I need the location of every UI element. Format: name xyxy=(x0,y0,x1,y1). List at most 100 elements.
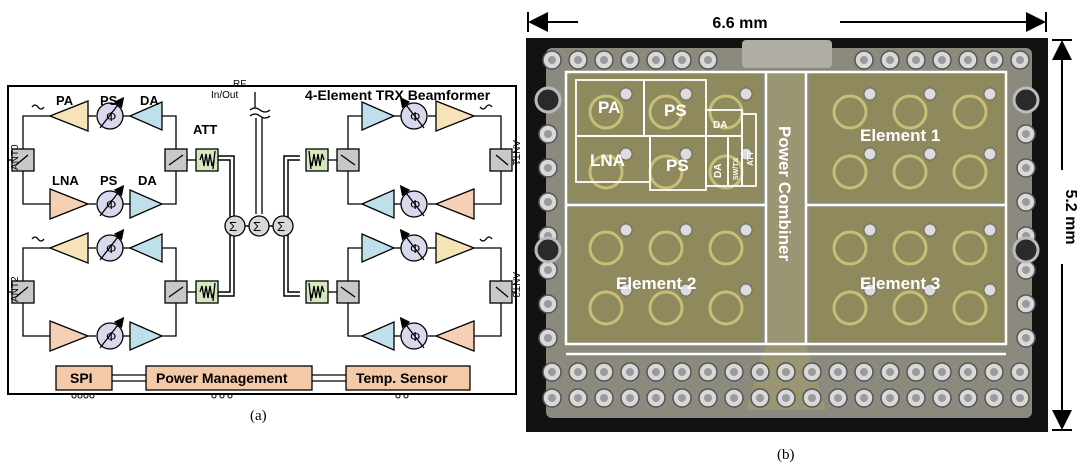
phase-symbol-3: Φ xyxy=(410,197,420,212)
bond-pad-core-13 xyxy=(886,56,894,64)
driver-amp-rx-1 xyxy=(360,189,395,219)
tx-balun-coil-2 xyxy=(31,236,45,242)
lna-amplifier-0 xyxy=(49,188,90,220)
inductor-ring-0-0 xyxy=(588,94,624,130)
inductor-ring-3-5 xyxy=(952,290,988,326)
via-pad-1-1 xyxy=(923,87,937,101)
bond-pad-core-38 xyxy=(782,394,790,402)
bond-pads xyxy=(71,393,409,399)
bond-pad-core-3 xyxy=(626,56,634,64)
bond-pad-core-6 xyxy=(704,56,712,64)
antenna-label-ant2: ANT2 xyxy=(10,276,21,302)
trx-wire-bottom-1 xyxy=(347,171,362,205)
via-pad-0-4 xyxy=(679,147,693,161)
bond-pad-core-45 xyxy=(886,368,894,376)
bond-pad-core-27 xyxy=(652,368,660,376)
bond-pad-core-47 xyxy=(912,368,920,376)
rx-wire-0 xyxy=(22,171,50,205)
channel-1 xyxy=(305,96,516,220)
bond-pad-core-12 xyxy=(860,56,868,64)
rx-wire-3 xyxy=(474,303,502,337)
via-pad-2-5 xyxy=(739,283,753,297)
via-pad-0-0 xyxy=(619,87,633,101)
power-management-block xyxy=(145,365,313,391)
element-1-label: Element 1 xyxy=(860,126,940,145)
via-pad-2-4 xyxy=(679,283,693,297)
attenuator-resistor-3 xyxy=(309,285,325,299)
via-pad-3-0 xyxy=(863,223,877,237)
trx-wire-bottom-0 xyxy=(162,171,177,205)
lna-amplifier-3 xyxy=(434,320,475,352)
bond-pad-core-15 xyxy=(938,56,946,64)
phase-symbol-5: Φ xyxy=(106,329,116,344)
tx-wire-1 xyxy=(482,115,502,149)
partition-lines xyxy=(564,70,1008,356)
bond-pad-core-63 xyxy=(544,198,552,206)
driver-amp-tx-2 xyxy=(128,233,163,263)
channel-0 xyxy=(8,96,219,220)
rf-port-coil xyxy=(249,92,271,214)
bond-pad-core-52 xyxy=(964,394,972,402)
bond-pad-core-24 xyxy=(600,394,608,402)
bond-pad-core-72 xyxy=(1022,334,1030,342)
bond-pad-core-54 xyxy=(990,394,998,402)
via-pad-3-3 xyxy=(863,283,877,297)
channel-3 xyxy=(305,228,516,352)
panel-b-die-photo: 6.6 mm 5.2 mm xyxy=(526,12,1079,463)
trx-switch-blade-0 xyxy=(168,154,184,166)
inductor-ring-3-0 xyxy=(832,230,868,266)
phase-symbol-6: Φ xyxy=(410,241,420,256)
power-management-label: Power Management xyxy=(156,370,288,386)
tx-wire-0 xyxy=(22,115,42,149)
caption-a: (a) xyxy=(250,408,267,424)
channel-2 xyxy=(8,228,219,352)
bond-pad-core-37 xyxy=(782,368,790,376)
inductor-ring-0-3 xyxy=(588,154,624,190)
element-2-label: Element 2 xyxy=(616,274,696,293)
ps-tx-tune-arrow-2 xyxy=(99,228,125,261)
via-pad-0-2 xyxy=(739,87,753,101)
via-pad-2-2 xyxy=(739,223,753,237)
bond-pad-core-19 xyxy=(548,368,556,376)
inductor-ring-1-0 xyxy=(832,94,868,130)
pa-amplifier-2 xyxy=(48,232,89,264)
label-ps-rx: PS xyxy=(100,173,118,188)
label-att: ATT xyxy=(193,122,217,137)
trx-wire-top-3 xyxy=(347,247,362,281)
tx-balun-coil-3 xyxy=(479,236,493,242)
via-pad-3-5 xyxy=(983,283,997,297)
quadrant-element-1 xyxy=(810,72,1006,202)
bond-pad-core-22 xyxy=(574,394,582,402)
bond-pad-core-33 xyxy=(730,368,738,376)
antenna-label-ant3: ANT3 xyxy=(510,272,521,298)
antenna-switch-blade-1 xyxy=(495,154,509,166)
bond-pad-core-46 xyxy=(886,394,894,402)
via-pad-3-1 xyxy=(923,223,937,237)
attenuator-tune-1 xyxy=(308,150,312,170)
inductor-ring-1-3 xyxy=(832,154,868,190)
die-label-switch: SW/TX xyxy=(733,158,740,180)
bond-pad-core-25 xyxy=(626,368,634,376)
bond-pad-core-44 xyxy=(860,394,868,402)
trx-wire-top-2 xyxy=(162,247,177,281)
ground-pad-1 xyxy=(1012,86,1040,114)
attenuator-tune-2 xyxy=(212,282,216,302)
bond-pad-core-69 xyxy=(544,300,552,308)
panel-a-block-diagram: 4-Element TRX Beamformer RF In/Out Σ Σ Σ xyxy=(7,79,521,424)
antenna-switch-blade-3 xyxy=(495,286,509,298)
phase-symbol-1: Φ xyxy=(106,197,116,212)
bond-pad-core-35 xyxy=(756,368,764,376)
pa-amplifier-3 xyxy=(435,232,476,264)
bond-pad-core-30 xyxy=(678,394,686,402)
die-label-da-bottom: DA xyxy=(713,164,724,178)
antenna-label-ant0: ANT0 xyxy=(10,144,21,170)
height-dimension-label: 5.2 mm xyxy=(1062,189,1079,244)
die-label-lna: LNA xyxy=(590,151,625,170)
via-pad-1-2 xyxy=(983,87,997,101)
via-pad-2-1 xyxy=(679,223,693,237)
label-da-tx: DA xyxy=(140,93,159,108)
bond-pad-core-71 xyxy=(544,334,552,342)
sum-symbol-left: Σ xyxy=(229,219,237,234)
bottom-control-row: SPI Power Management Temp. Sensor xyxy=(55,365,471,399)
